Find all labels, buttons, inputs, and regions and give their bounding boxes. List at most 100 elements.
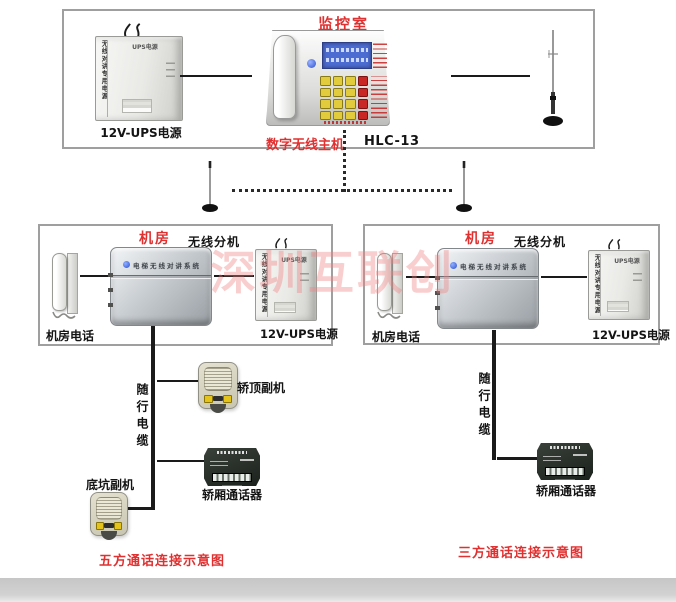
ups-caption-right-room: 12V-UPS电源 [592,328,670,342]
ups-caption-left-room: 12V-UPS电源 [260,327,338,341]
ups-vertical-label: 无线对讲专用电源 [590,254,601,316]
monitor-room-box [62,9,595,149]
brand-logo-icon [450,262,457,269]
speaker-buttons [204,394,232,403]
machine-room-left-box [38,224,333,346]
wireless-extension-left-label: 无线分机 [188,235,241,249]
speaker-mount [210,404,226,413]
ups-top-label: UPS电源 [281,257,307,264]
pcb-terminal-row [545,467,585,476]
car-top-extension-label: 轿顶副机 [237,381,286,395]
wallphone-handset [52,253,67,311]
car-talk-device-left [204,448,260,486]
monitor-room-title: 监控室 [318,15,370,33]
wireless-extension-right-label: 无线分机 [514,235,567,249]
speaker-buttons [96,521,122,530]
pit-extension-device [90,492,128,540]
pcb-title-text [550,446,580,449]
wallphone-bracket [392,253,403,314]
device-strip-text: 电梯无线对讲系统 [133,261,201,270]
ups-top-label: UPS电源 [614,258,640,265]
room-antenna-right-icon [452,159,476,214]
wireless-signal-horizontal [232,189,452,192]
ups-box: 无线对讲专用电源 UPS电源 [95,36,183,121]
pcb-connector [554,479,576,480]
ups-vertical-label: 无线对讲专用电源 [257,253,268,317]
wireless-extension-device-right: 电梯无线对讲系统 [435,248,539,329]
device-connectors [108,264,113,308]
phone-handset [273,35,296,119]
phone-to-extension-line-right [406,276,436,278]
traveling-cable-right-label: 随行电缆 [477,372,491,440]
machine-room-right-title: 机房 [465,231,497,247]
power-wires-icon [124,23,141,37]
ups-label-plate [121,99,152,113]
ups-top-label: UPS电源 [132,44,158,51]
phone-to-extension-line-left [80,275,110,277]
pcb-print-text [210,458,228,466]
wallphone-handset [377,253,392,311]
wallphone-bracket [67,253,78,314]
phone-bottom-text [324,121,366,124]
car-top-extension-device [198,362,238,413]
digital-wireless-host-device [266,30,390,126]
car-talk-device-right [537,443,593,480]
pcb-connector [221,485,243,486]
extension-to-ups-line-right [541,276,587,278]
ups-box: 无线对讲专用电源 UPS电源 [588,250,650,320]
phone-cord-icon [52,311,76,319]
machine-room-left-title: 机房 [139,231,171,247]
traveling-cable-right [492,330,496,460]
ups-vents [300,268,309,281]
ups-vertical-label: 无线对讲专用电源 [97,40,108,117]
speaker-grille [96,497,122,520]
traveling-cable-left [151,326,155,510]
host-to-antenna-line [451,75,530,77]
device-connectors [435,266,440,310]
car-talk-left-label: 轿厢通话器 [202,488,263,502]
window-bottom-edge [0,578,676,602]
base-antenna-icon [538,28,568,128]
speaker-mount [101,531,117,540]
branch-to-cartalk-line-left [157,460,204,462]
ups-power-supply-left: 无线对讲专用电源 UPS电源 [255,237,317,321]
five-way-caption: 五方通话连接示意图 [99,554,226,569]
ups-caption: 12V-UPS电源 [100,126,182,140]
device-seam [438,276,538,280]
phone-side-text [373,42,387,68]
ups-to-host-line [180,75,252,77]
device-title-strip: 电梯无线对讲系统 [450,260,529,271]
device-seam [111,275,211,279]
pcb-terminal-row [212,473,252,482]
car-talk-right-label: 轿厢通话器 [536,484,597,498]
branch-to-cartop-line [157,380,198,382]
pit-extension-label: 底坑副机 [86,478,135,492]
ups-box: 无线对讲专用电源 UPS电源 [255,249,317,321]
brand-logo-icon [307,59,316,68]
phone-keypad [320,76,368,120]
ups-vents [166,59,175,78]
three-way-caption: 三方通话连接示意图 [458,546,585,561]
ups-vents [633,269,642,282]
machine-room-phone-left [50,252,80,322]
extension-to-ups-line-left [214,275,254,277]
pcb-arrow-mark [240,459,254,461]
phone-side-text [371,76,387,118]
ups-power-supply: 无线对讲专用电源 UPS电源 [95,23,183,121]
pcb-print-text [543,453,561,461]
host-model-label: HLC-13 [364,134,420,149]
ups-power-supply-right: 无线对讲专用电源 UPS电源 [588,238,650,320]
wireless-signal-vertical [343,130,346,192]
pcb-arrow-mark [573,454,587,456]
room-antenna-left-icon [198,159,222,214]
speaker-grille [204,367,232,392]
device-strip-text: 电梯无线对讲系统 [460,262,528,271]
device-title-strip: 电梯无线对讲系统 [123,259,202,270]
machine-room-right-box [363,224,660,345]
traveling-cable-left-label: 随行电缆 [135,383,149,451]
machine-room-phone-right [375,252,405,322]
wireless-extension-device-left: 电梯无线对讲系统 [108,247,212,326]
phone-lcd-screen [322,42,372,69]
room-phone-left-label: 机房电话 [46,329,95,343]
